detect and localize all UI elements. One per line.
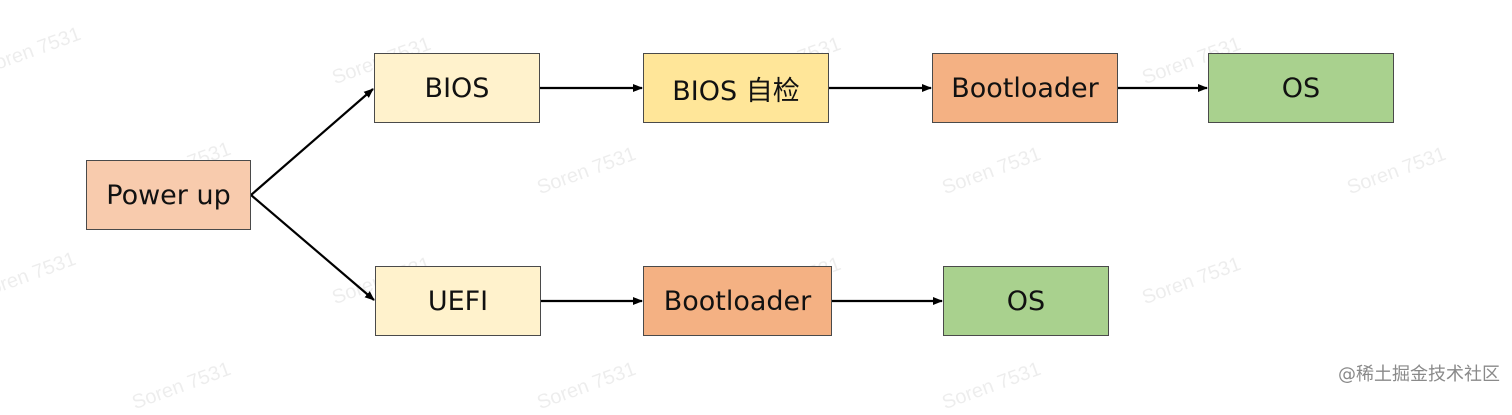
node-bootloader-top: Bootloader (932, 53, 1118, 123)
node-os-bottom: OS (943, 266, 1109, 336)
node-bios-post: BIOS 自检 (643, 53, 829, 123)
node-power-up: Power up (86, 160, 251, 230)
arrow-powerup-to-uefi (250, 194, 375, 301)
arrow-powerup-to-bios (250, 88, 374, 196)
source-credit: @稀土掘金技术社区 (1338, 364, 1500, 385)
node-bootloader-bottom: Bootloader (643, 266, 832, 336)
node-os-top: OS (1208, 53, 1394, 123)
node-bios: BIOS (374, 53, 540, 123)
flow-edges (250, 84, 1208, 305)
node-uefi: UEFI (375, 266, 541, 336)
